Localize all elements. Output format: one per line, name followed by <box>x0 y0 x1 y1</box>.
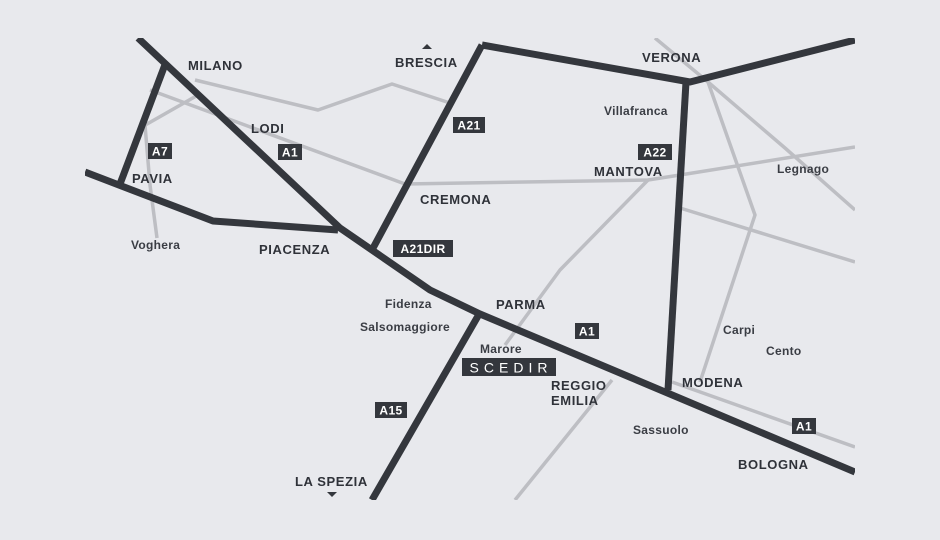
highways <box>85 38 855 500</box>
highway-badge-a15: A15 <box>375 402 407 418</box>
town-label-villafranca: Villafranca <box>604 104 668 118</box>
road-verona-carpi <box>698 81 757 383</box>
city-label-cremona: CREMONA <box>420 192 491 207</box>
up-arrow-icon <box>422 44 432 49</box>
road-milano-brescia <box>194 78 451 112</box>
highway-badge-a22: A22 <box>638 144 672 160</box>
city-label-bologna: BOLOGNA <box>738 457 809 472</box>
town-label-carpi: Carpi <box>723 323 755 337</box>
road-modena-bologna <box>671 380 855 449</box>
highway-badge-label: A1 <box>579 325 595 339</box>
city-label-lodi: LODI <box>251 121 284 136</box>
city-label-brescia: BRESCIA <box>395 55 458 70</box>
highway-badge-a1-parma: A1 <box>575 323 599 339</box>
scedir-location-marker: SCEDIR <box>462 358 556 376</box>
city-label-emilia: EMILIA <box>551 393 599 408</box>
highway-badge-label: A22 <box>643 146 666 160</box>
highway-badge-label: A15 <box>379 404 402 418</box>
city-label-pavia: PAVIA <box>132 171 173 186</box>
city-label-la-spezia: LA SPEZIA <box>295 474 368 489</box>
down-arrow-icon <box>327 492 337 497</box>
highway-badge-label: A21 <box>457 119 480 133</box>
town-label-fidenza: Fidenza <box>385 297 432 311</box>
highway-badge-a1-lodi: A1 <box>278 144 302 160</box>
town-label-salsomaggiore: Salsomaggiore <box>360 320 450 334</box>
town-label-sassuolo: Sassuolo <box>633 423 689 437</box>
city-label-mantova: MANTOVA <box>594 164 663 179</box>
highway-a1 <box>135 38 855 476</box>
highway-a7 <box>116 60 170 186</box>
highway-badge-a21: A21 <box>453 117 485 133</box>
highway-badge-label: A7 <box>152 145 168 159</box>
highway-badge-label: A21DIR <box>400 242 445 256</box>
highway-badge-label: A1 <box>282 146 298 160</box>
road-pavia-voghera <box>143 124 159 239</box>
road-cremona-mantova <box>404 145 855 186</box>
road-mantova-marore <box>503 178 650 347</box>
city-label-reggio: REGGIO <box>551 378 607 393</box>
highway-a15 <box>368 314 482 500</box>
road-mantova-east <box>679 206 855 264</box>
road-verona-legnago <box>653 38 855 212</box>
highway-badge-a21dir: A21DIR <box>393 240 453 257</box>
scedir-label: SCEDIR <box>470 360 553 376</box>
town-label-marore: Marore <box>480 342 522 356</box>
town-label-voghera: Voghera <box>131 238 180 252</box>
road-pavia-lodi <box>139 93 199 130</box>
city-label-milano: MILANO <box>188 58 243 73</box>
highway-badge-label: A1 <box>796 420 812 434</box>
highway-badge-a7: A7 <box>148 143 172 159</box>
highway-a22 <box>664 81 690 391</box>
city-label-parma: PARMA <box>496 297 546 312</box>
highway-a21-west <box>85 168 339 234</box>
highway-badge-a1-bologna: A1 <box>792 418 816 434</box>
town-label-cento: Cento <box>766 344 802 358</box>
road-lodi-cremona <box>149 88 406 186</box>
highway-brescia-verona <box>481 38 855 86</box>
city-label-piacenza: PIACENZA <box>259 242 330 257</box>
highway-a21 <box>368 43 486 252</box>
secondary-roads <box>139 38 855 500</box>
town-label-legnago: Legnago <box>777 162 829 176</box>
city-label-verona: VERONA <box>642 50 701 65</box>
city-label-modena: MODENA <box>682 375 743 390</box>
road-reggio-south <box>513 378 614 500</box>
